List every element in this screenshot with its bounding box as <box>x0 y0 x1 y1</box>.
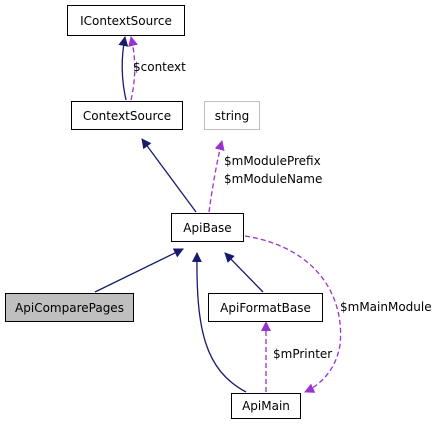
edge-string-apibase <box>208 140 225 213</box>
label-printer: $mPrinter <box>273 347 333 361</box>
node-apiformatbase[interactable]: ApiFormatBase <box>208 293 323 322</box>
label-context: $context <box>133 60 186 74</box>
label-module-name: $mModuleName <box>224 172 323 186</box>
node-contextsource[interactable]: ContextSource <box>71 101 183 130</box>
node-apibase[interactable]: ApiBase <box>171 213 244 242</box>
edge-contextsource-icontextsource <box>118 36 129 101</box>
label-module-prefix: $mModulePrefix <box>224 154 321 168</box>
edge-apimain-apibase <box>191 252 247 393</box>
edge-apiformatbase-apibase <box>224 252 264 293</box>
node-apicomparepages[interactable]: ApiComparePages <box>5 293 134 322</box>
node-icontextsource[interactable]: IContextSource <box>67 5 185 36</box>
node-apimain[interactable]: ApiMain <box>231 393 301 419</box>
node-string: string <box>204 101 260 130</box>
edge-apibase-contextsource <box>141 138 197 213</box>
label-main-module: $mMainModule <box>340 300 432 314</box>
edge-context-usage <box>128 36 138 101</box>
edge-apicomparepages-apibase <box>94 248 184 293</box>
